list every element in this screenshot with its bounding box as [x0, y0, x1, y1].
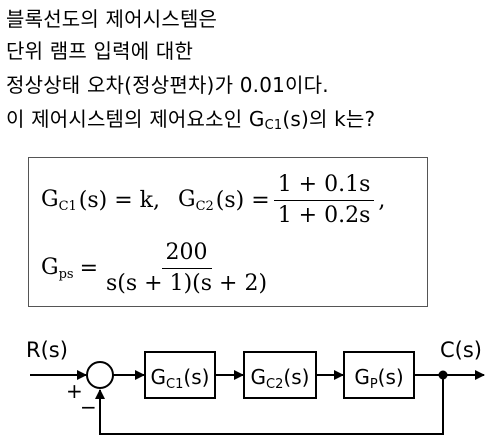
- gc2-fraction: 1 + 0.1s 1 + 0.2s: [273, 172, 375, 229]
- transfer-function-row-1: GC1 (s) = k, GC2 (s) = 1 + 0.1s 1 + 0.2s…: [41, 172, 385, 229]
- question-line-4: 이 제어시스템의 제어요소인 GC1(s)의 k는?: [6, 106, 375, 139]
- gc2-comma: ,: [378, 188, 386, 213]
- feedback-path: [95, 375, 444, 435]
- gps-numerator: 200: [161, 240, 212, 269]
- output-label: C(s): [440, 338, 482, 362]
- gc2-denominator: 1 + 0.2s: [277, 203, 371, 228]
- summing-junction: [86, 361, 114, 389]
- gc1-label: GC1: [41, 187, 77, 214]
- given-functions-box: GC1 (s) = k, GC2 (s) = 1 + 0.1s 1 + 0.2s…: [28, 157, 428, 307]
- gps-label: Gps: [41, 255, 74, 282]
- plus-sign: +: [66, 379, 83, 403]
- question-line-2: 단위 램프 입력에 대한: [6, 39, 194, 63]
- question-line-4-tail: (s)의 k는?: [282, 107, 376, 131]
- question-line-1: 블록선도의 제어시스템은: [6, 7, 218, 31]
- gc1-definition: (s) = k,: [78, 188, 160, 213]
- gps-equals: =: [79, 256, 99, 281]
- gps-denominator: s(s + 1)(s + 2): [106, 271, 268, 296]
- gc2-equals: (s) =: [215, 188, 270, 213]
- minus-sign: −: [80, 395, 97, 419]
- block-gc2-label: GC2(s): [251, 365, 310, 392]
- question-line-4-sub: C1: [264, 118, 283, 133]
- block-gc2: [243, 351, 317, 399]
- question-line-3: 정상상태 오차(정상편차)가 0.01이다.: [6, 73, 329, 97]
- block-gc1: [144, 351, 216, 399]
- input-label: R(s): [26, 338, 68, 362]
- transfer-function-row-2: Gps = 200 s(s + 1)(s + 2): [41, 240, 275, 297]
- gps-fraction: 200 s(s + 1)(s + 2): [102, 240, 271, 297]
- question-line-4-text: 이 제어시스템의 제어요소인 G: [6, 107, 265, 131]
- gc2-label: GC2: [178, 187, 214, 214]
- block-gc1-label: GC1(s): [151, 365, 210, 392]
- gc2-numerator: 1 + 0.1s: [273, 172, 375, 201]
- block-gp-label: GP(s): [354, 365, 403, 392]
